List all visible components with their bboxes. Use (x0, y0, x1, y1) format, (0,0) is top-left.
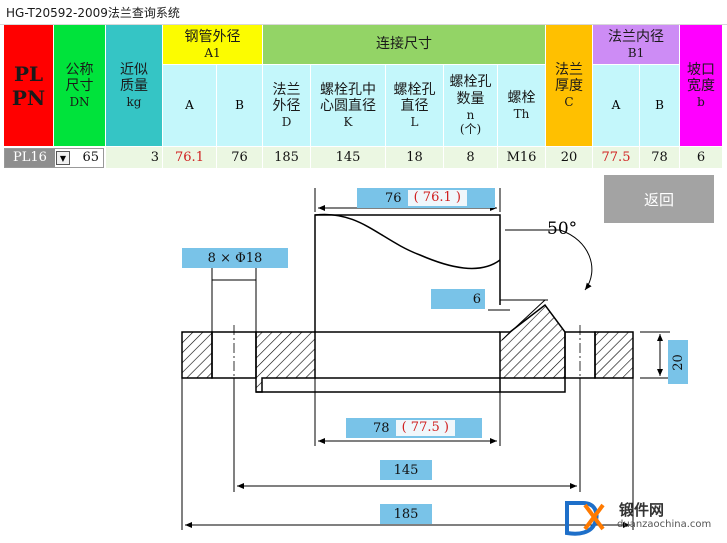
b1-label: 法兰内径 (608, 28, 664, 45)
chevron-down-icon[interactable]: ▼ (56, 151, 70, 165)
thickness-header: 法兰 厚度 C (546, 25, 593, 147)
bore-dimension: 78 ( 77.5 ) (346, 418, 482, 438)
hub-od-paren-left: ( (413, 190, 419, 205)
pcd-dim-label: 145 (393, 462, 419, 478)
pl-dn-selector[interactable]: PL16 ▼ 65 (4, 148, 104, 168)
d-header: 法兰 外径 D (263, 65, 311, 147)
b1-a-header: A (593, 65, 640, 147)
angle-label: 50° (547, 219, 577, 239)
l-header: 螺栓孔 直径 L (386, 65, 444, 147)
dn-value[interactable]: 65 (82, 149, 99, 167)
b1-sub: B1 (627, 45, 645, 60)
k-header: 螺栓孔中 心圆直径 K (311, 65, 386, 147)
bore-paren-left: ( (401, 420, 407, 435)
pl-label: PL (13, 61, 44, 86)
a1-sub: A1 (204, 45, 221, 60)
site-logo: 锻件网 duanzaochina.com (561, 495, 727, 541)
bolt-holes-label: 8 × Φ18 (207, 250, 263, 266)
bevel-label: 坡口 宽度 (687, 61, 715, 95)
hub-od-exact: 76.1 (422, 190, 452, 205)
th-header: 螺栓 Th (498, 65, 546, 147)
logo-text-cn: 锻件网 (619, 501, 665, 519)
k-label: 螺栓孔中 心圆直径 (320, 81, 376, 115)
bevel-dimension: 6 (431, 289, 485, 309)
bevel-dim-label: 6 (472, 291, 481, 307)
back-button[interactable]: 返回 (604, 175, 714, 223)
n-label: 螺栓孔 数量 (449, 74, 492, 108)
b1-b-header: B (640, 65, 680, 147)
k-value: 145 (311, 147, 386, 169)
a1-a-label: A (185, 98, 194, 113)
a1-b-label: B (235, 98, 244, 113)
dn-label: 公称 尺寸 (65, 61, 94, 95)
th-value: M16 (498, 147, 546, 169)
pl-value[interactable]: PL16 (5, 149, 55, 167)
flange-body (181, 213, 634, 393)
c-value: 20 (546, 147, 593, 169)
b1-header: 法兰内径 B1 (593, 25, 680, 65)
th-sub: Th (513, 106, 530, 121)
connection-header: 连接尺寸 (263, 25, 546, 65)
pcd-dimension: 145 (380, 460, 432, 480)
a1-b-value: 76 (217, 147, 263, 169)
hub-od-paren-right: ) (455, 190, 461, 205)
bevel-value: 6 (680, 147, 723, 169)
bore-main: 78 (373, 420, 390, 436)
pl-pn-header: PL PN (4, 25, 54, 147)
l-sub: L (410, 115, 419, 130)
b1-b-label: B (655, 98, 664, 113)
l-value: 18 (386, 147, 444, 169)
k-sub: K (343, 115, 353, 130)
od-dimension: 185 (380, 504, 432, 524)
thickness-dim-label: 20 (670, 353, 686, 371)
pn-label: PN (11, 85, 46, 110)
b1-a-label: A (611, 98, 621, 113)
thickness-sub: C (564, 95, 574, 110)
bore-paren: ( 77.5 ) (395, 420, 455, 436)
mass-value: 3 (106, 147, 163, 169)
bore-paren-right: ) (443, 420, 449, 435)
logo-text-en: duanzaochina.com (617, 519, 712, 530)
thickness-dimension: 20 (668, 340, 688, 384)
thickness-label: 法兰 厚度 (555, 61, 583, 95)
mass-header: 近似 质量 kg (106, 25, 163, 147)
d-label: 法兰 外径 (272, 81, 301, 115)
hub-od-main: 76 (385, 190, 402, 206)
th-label: 螺栓 (507, 89, 536, 106)
b1-b-value: 78 (640, 147, 680, 169)
n-sub: n (个) (459, 107, 482, 137)
l-label: 螺栓孔 直径 (393, 81, 436, 115)
bolt-holes-dimension: 8 × Φ18 (182, 248, 288, 268)
a1-a-header: A (163, 65, 217, 147)
hub-od-paren: ( 76.1 ) (407, 190, 467, 206)
title-bar: HG-T20592-2009法兰查询系统 (0, 0, 727, 25)
dn-header: 公称 尺寸 DN (54, 25, 106, 147)
bevel-sub: b (697, 95, 705, 110)
connection-label: 连接尺寸 (376, 36, 432, 53)
window-title: HG-T20592-2009法兰查询系统 (6, 6, 180, 20)
dn-sub: DN (69, 95, 90, 110)
hub-od-dimension: 76 ( 76.1 ) (357, 188, 495, 208)
n-value: 8 (444, 147, 498, 169)
logo-icon (565, 501, 605, 536)
d-sub: D (281, 115, 292, 130)
bore-exact: 77.5 (410, 420, 440, 435)
od-dim-label: 185 (393, 506, 419, 522)
a1-b-header: B (217, 65, 263, 147)
n-header: 螺栓孔 数量 n (个) (444, 65, 498, 147)
mass-label: 近似 质量 (120, 61, 148, 95)
d-value: 185 (263, 147, 311, 169)
a1-header: 钢管外径 A1 (163, 25, 263, 65)
mass-sub: kg (126, 95, 142, 110)
b1-a-value: 77.5 (593, 147, 640, 169)
bevel-header: 坡口 宽度 b (680, 25, 723, 147)
dimension-lines (181, 188, 670, 530)
a1-label: 钢管外径 (184, 28, 241, 45)
a1-a-value: 76.1 (163, 147, 217, 169)
center-lines (233, 325, 581, 385)
